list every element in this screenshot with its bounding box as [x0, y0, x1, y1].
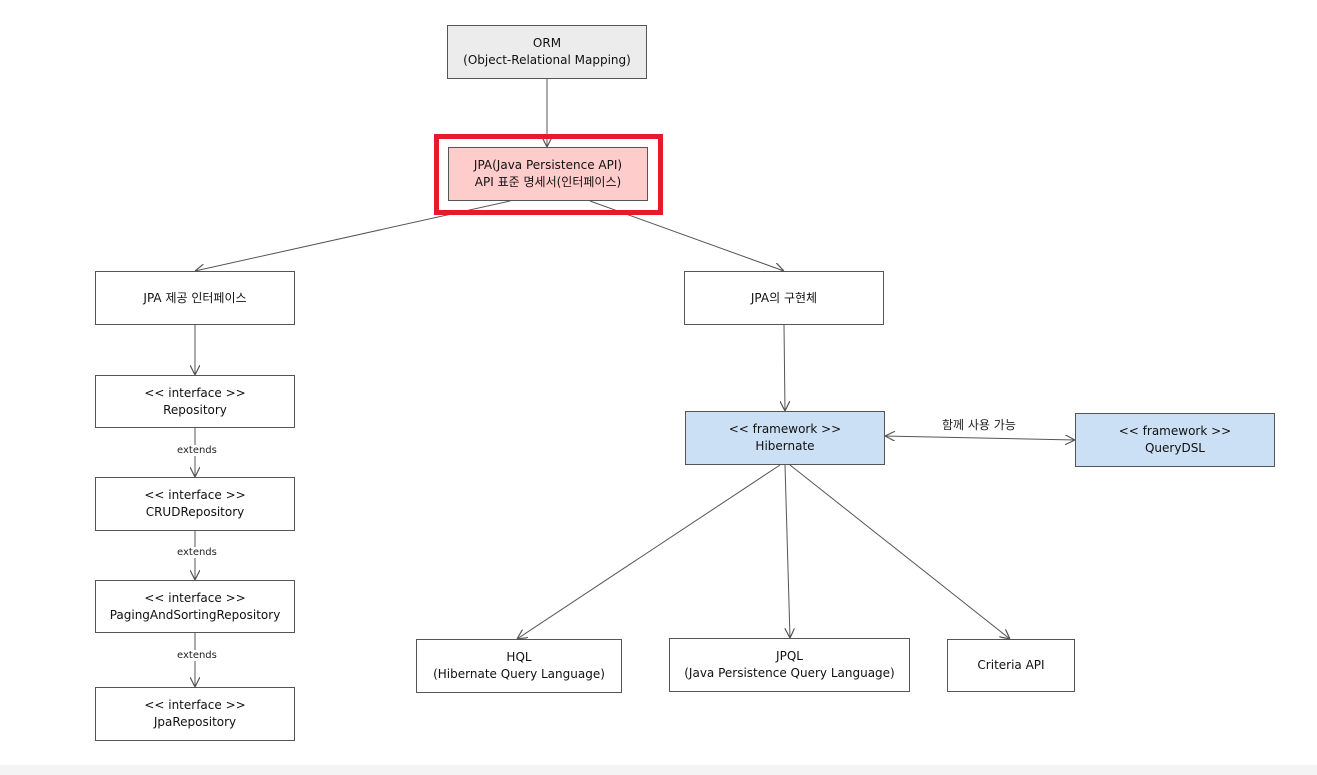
edge-label-extends-2: extends	[175, 547, 219, 558]
node-criteria-title: Criteria API	[977, 658, 1045, 672]
node-jpa[interactable]: JPA(Java Persistence API) API 표준 명세서(인터페…	[448, 147, 648, 201]
node-crud-stereotype: << interface >>	[144, 488, 246, 502]
node-hibernate[interactable]: << framework >> Hibernate	[685, 411, 885, 465]
node-orm-title: ORM	[532, 36, 562, 50]
node-jpa-impl[interactable]: JPA의 구현체	[684, 271, 884, 325]
bottom-bar	[0, 765, 1317, 775]
node-jparepo-stereotype: << interface >>	[144, 698, 246, 712]
node-criteria-api[interactable]: Criteria API	[947, 639, 1075, 692]
node-hql-subtitle: (Hibernate Query Language)	[433, 667, 605, 681]
node-jparepo-title: JpaRepository	[153, 715, 237, 729]
node-jpql-subtitle: (Java Persistence Query Language)	[684, 666, 895, 680]
node-jpql-title: JPQL	[776, 649, 803, 663]
node-paging-repository[interactable]: << interface >> PagingAndSortingReposito…	[95, 580, 295, 633]
node-jpa-impl-title: JPA의 구현체	[750, 290, 818, 305]
node-jpql[interactable]: JPQL (Java Persistence Query Language)	[669, 638, 910, 692]
node-repository-title: Repository	[163, 402, 227, 417]
node-repository-stereotype: << interface >>	[144, 385, 246, 400]
edge-label-extends-1: extends	[175, 445, 219, 456]
edge-label-together: 함께 사용 가능	[942, 418, 1016, 432]
edge-hibernate-hql	[517, 464, 781, 639]
node-paging-title: PagingAndSortingRepository	[109, 607, 281, 622]
node-hibernate-title: Hibernate	[755, 439, 815, 453]
node-querydsl[interactable]: << framework >> QueryDSL	[1075, 413, 1275, 467]
node-paging-stereotype: << interface >>	[144, 590, 246, 605]
node-jpa-interfaces-title: JPA 제공 인터페이스	[143, 290, 247, 305]
node-orm-subtitle: (Object-Relational Mapping)	[463, 53, 631, 67]
edge-label-extends-3: extends	[175, 650, 219, 661]
node-crud-title: CRUDRepository	[145, 505, 245, 519]
edge-hibernate-querydsl	[885, 436, 1075, 440]
node-hibernate-stereotype: << framework >>	[728, 422, 842, 436]
node-orm[interactable]: ORM (Object-Relational Mapping)	[447, 25, 647, 79]
edge-hibernate-jpql	[784, 464, 790, 638]
node-repository[interactable]: << interface >> Repository	[95, 375, 295, 428]
node-querydsl-title: QueryDSL	[1144, 441, 1205, 455]
highlight-frame	[434, 134, 663, 215]
node-jpa-subtitle: API 표준 명세서(인터페이스)	[474, 175, 622, 189]
edge-hibernate-criteria	[789, 464, 1010, 639]
node-querydsl-stereotype: << framework >>	[1118, 424, 1232, 438]
node-hql-title: HQL	[506, 650, 532, 664]
node-jpa-title: JPA(Java Persistence API)	[473, 158, 623, 172]
node-jpa-repository[interactable]: << interface >> JpaRepository	[95, 687, 295, 741]
node-jpa-interfaces[interactable]: JPA 제공 인터페이스	[95, 271, 295, 325]
node-hql[interactable]: HQL (Hibernate Query Language)	[416, 639, 622, 693]
node-crud-repository[interactable]: << interface >> CRUDRepository	[95, 477, 295, 531]
edge-impl-hibernate	[784, 324, 785, 411]
